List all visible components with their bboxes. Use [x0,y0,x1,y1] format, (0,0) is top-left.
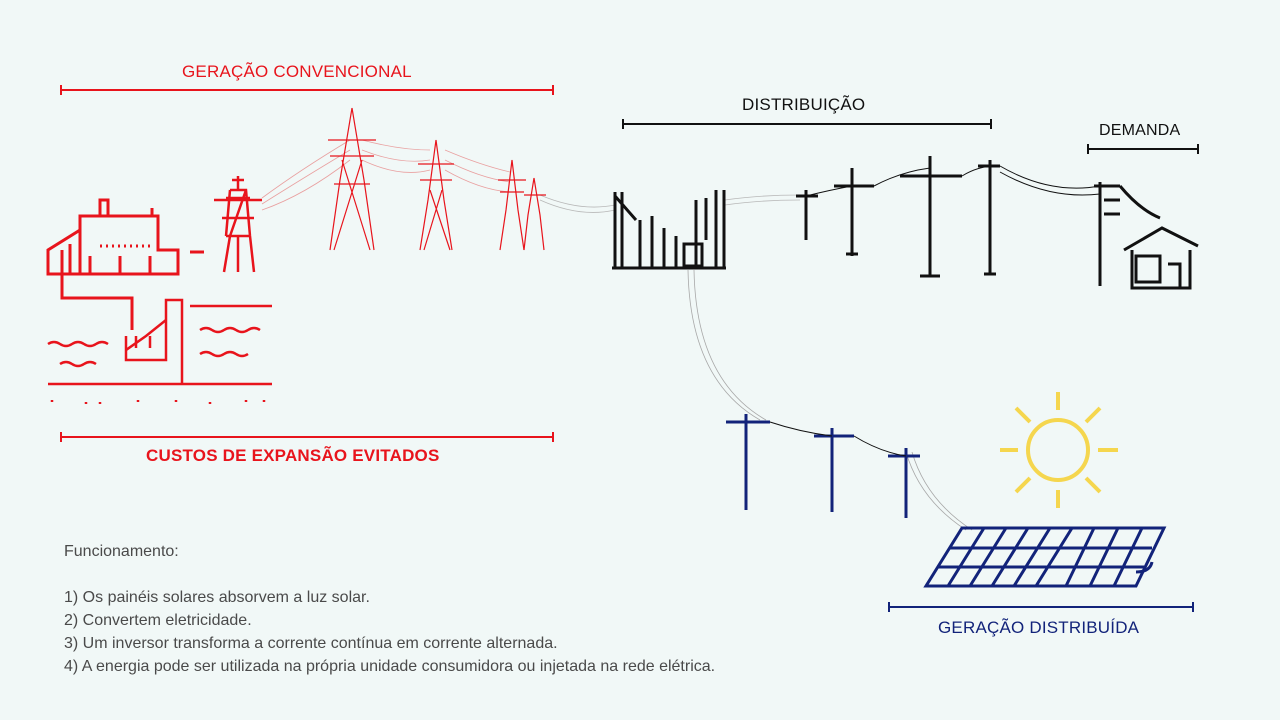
hydro-dam-icon [47,298,272,404]
distributed-generation-label: GERAÇÃO DISTRIBUÍDA [938,618,1140,637]
sun-icon [1000,392,1118,508]
operation-step: 3) Um inversor transforma a corrente con… [64,635,558,652]
distribution-bar [622,119,992,129]
utility-pole-icon [726,414,920,518]
distributed-cables [687,269,973,531]
operation-steps: Funcionamento: 1) Os painéis solares abs… [64,540,715,678]
operation-title: Funcionamento: [64,543,179,560]
demand-label: DEMANDA [1099,122,1181,139]
utility-pole-icon [796,156,1000,278]
pole-cables [769,421,907,457]
distribution-label: DISTRIBUIÇÃO [742,95,866,114]
avoided-costs-bar [60,432,554,442]
transmission-tower-icon [214,176,262,273]
house-icon [1094,182,1199,290]
solar-panel-icon [923,526,1167,588]
avoided-costs-label: CUSTOS DE EXPANSÃO EVITADOS [146,446,440,465]
transmission-cables [261,139,511,211]
grid-connection-cables [539,194,801,213]
distribution-cables [805,165,1101,197]
operation-step: 1) Os painéis solares absorvem a luz sol… [64,589,370,606]
conventional-generation-label: GERAÇÃO CONVENCIONAL [182,62,412,81]
transmission-tower-icon [328,107,546,251]
power-plant-icon [46,198,204,330]
distributed-generation-bar [888,602,1194,612]
operation-step: 4) A energia pode ser utilizada na própr… [64,658,716,675]
substation-icon [612,190,726,270]
conventional-generation-bar [60,85,554,95]
operation-step: 2) Convertem eletricidade. [64,612,252,629]
demand-bar [1087,144,1199,154]
